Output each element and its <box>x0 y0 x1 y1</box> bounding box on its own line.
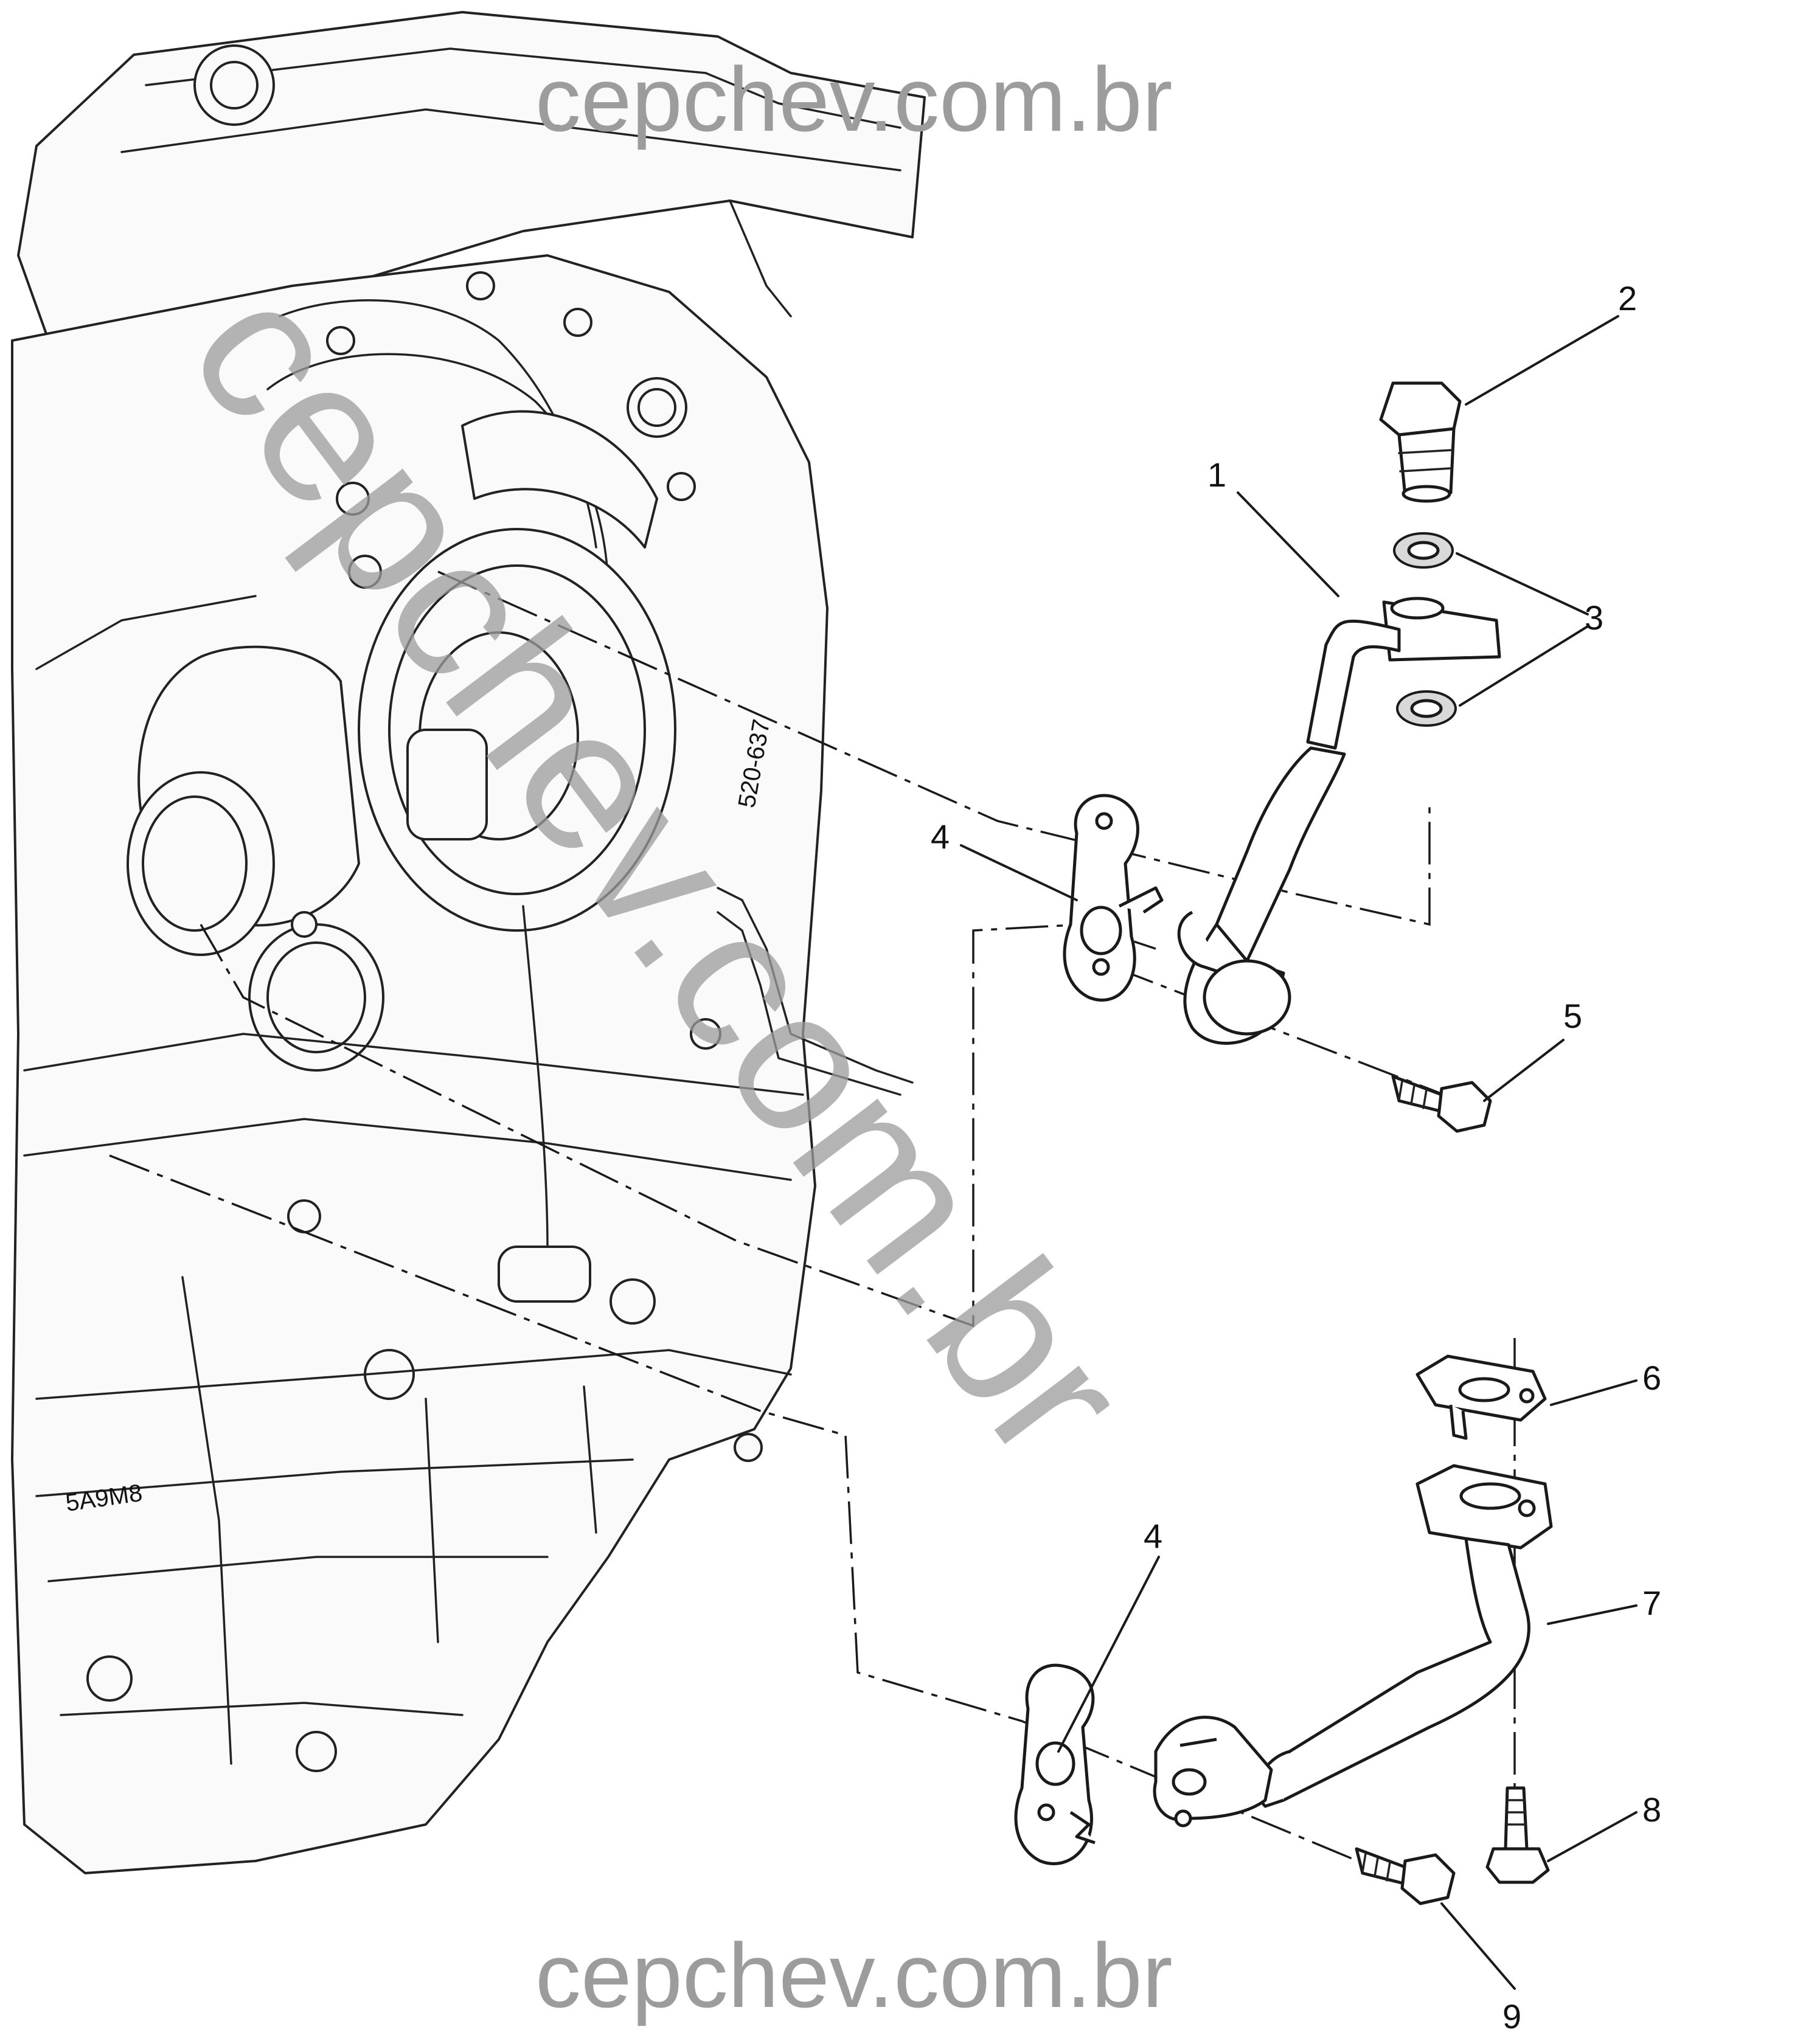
callout-4-lower: 4 <box>1144 1517 1162 1555</box>
engine-assembly: 520-637 5A9M8 <box>11 11 926 1874</box>
callout-7: 7 <box>1642 1584 1661 1622</box>
leader-lines <box>960 315 1638 1990</box>
banjo-bolt <box>1379 381 1462 503</box>
turbo-oil-feed-pipe <box>1177 597 1501 1045</box>
gasket-outlet <box>1415 1354 1547 1440</box>
callout-3: 3 <box>1585 598 1603 637</box>
turbo-oil-return-pipe <box>1153 1464 1553 1828</box>
callout-5: 5 <box>1563 997 1582 1035</box>
gasket-upper <box>1063 794 1164 1002</box>
flange-bolt-lower <box>1355 1847 1456 1905</box>
watermark-bottom: cepchev.com.br <box>535 1924 1173 2026</box>
watermark-top: cepchev.com.br <box>535 48 1173 150</box>
callout-4-upper: 4 <box>931 817 950 856</box>
sealing-washer-upper <box>1393 532 1454 569</box>
callout-numbers: 1 2 3 4 5 6 4 7 8 9 <box>931 279 1661 2036</box>
callout-9: 9 <box>1502 1997 1521 2036</box>
gasket-lower <box>1014 1663 1096 1865</box>
callout-8: 8 <box>1642 1790 1661 1829</box>
stud-bolt <box>1485 1786 1550 1884</box>
callout-6: 6 <box>1642 1359 1661 1397</box>
callout-1: 1 <box>1207 456 1226 494</box>
callout-2: 2 <box>1618 279 1637 317</box>
sealing-washer-lower <box>1396 690 1457 727</box>
flange-bolt-upper <box>1391 1075 1492 1133</box>
